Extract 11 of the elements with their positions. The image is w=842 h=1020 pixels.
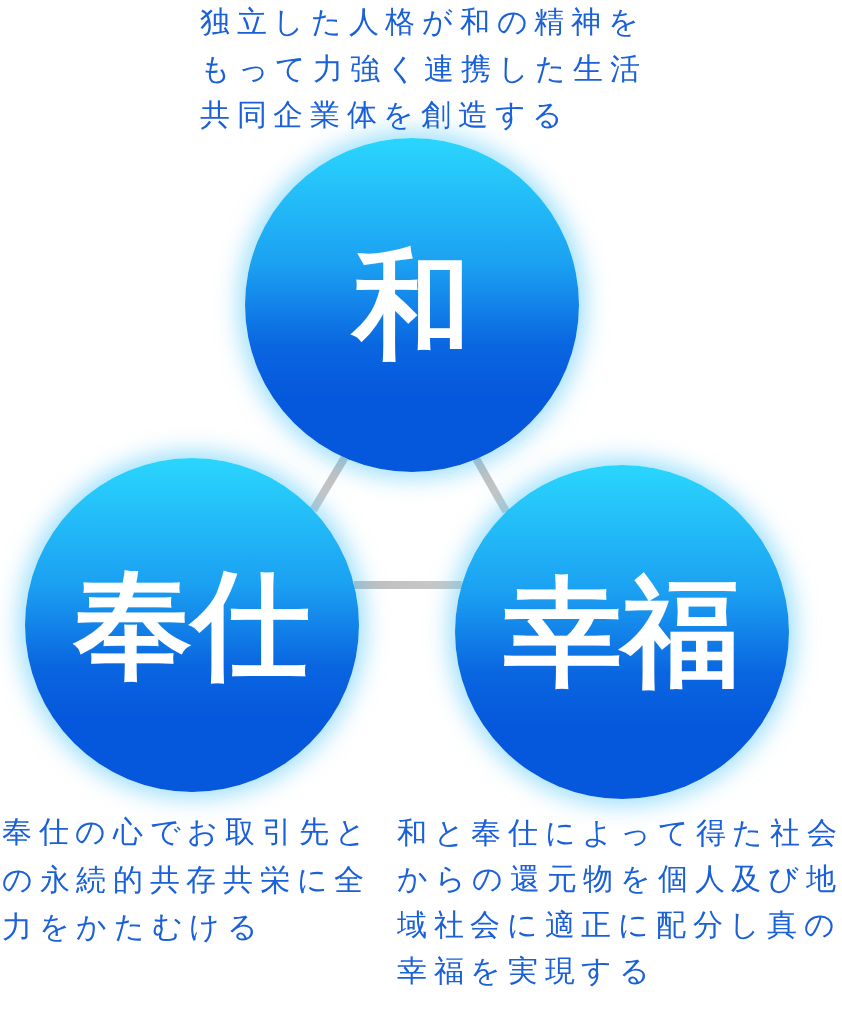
circle-node — [245, 138, 579, 472]
connector-line — [472, 457, 510, 514]
circle-node — [25, 458, 359, 792]
kanji-label: 奉仕 — [74, 566, 310, 684]
description-text: 和と奉仕によって得た社会からの還元物を個人及び地域社会に適正に配分し真の幸福を実現する — [397, 814, 842, 990]
description-text: 奉仕の心でお取引先との永続的共存共栄に全力をかたむける — [2, 813, 374, 946]
description-text: 独立した人格が和の精神をもって力強く連携した生活共同企業体を創造する — [200, 3, 648, 134]
kanji-label: 幸福 — [504, 573, 740, 691]
connector-line — [354, 581, 462, 589]
connector-line — [309, 455, 349, 513]
circle-node — [455, 465, 789, 799]
